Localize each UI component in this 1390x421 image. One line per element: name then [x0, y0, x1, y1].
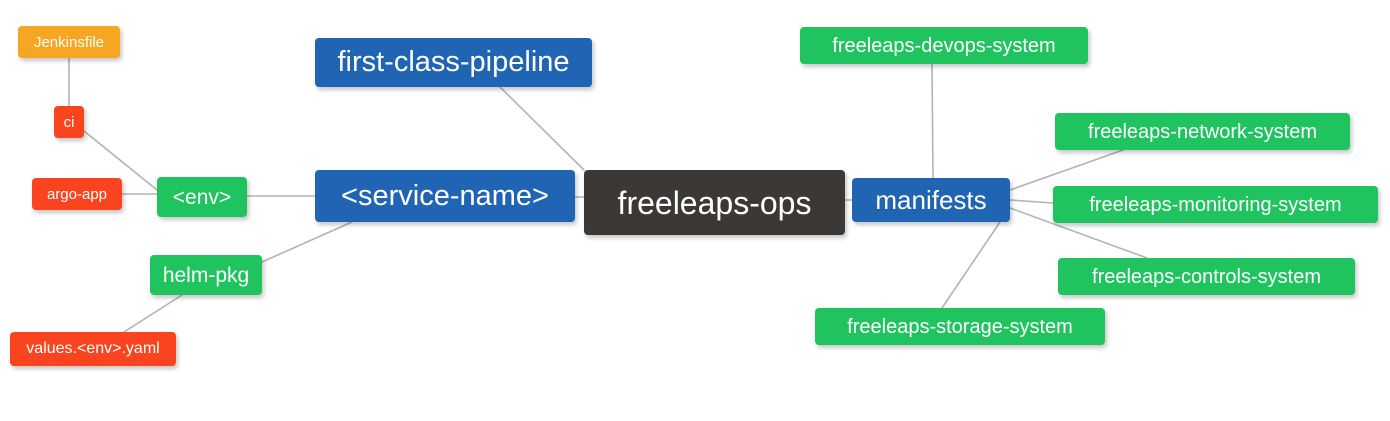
node-ci[interactable]: ci [54, 106, 84, 138]
node-storage-system[interactable]: freeleaps-storage-system [815, 308, 1105, 345]
node-label-network-system: freeleaps-network-system [1088, 120, 1317, 143]
node-label-storage-system: freeleaps-storage-system [847, 315, 1073, 338]
node-manifests[interactable]: manifests [852, 178, 1010, 222]
node-label-service-name: <service-name> [341, 179, 549, 212]
edge-manifests-to-storage-system [941, 221, 1001, 309]
node-label-env: <env> [172, 185, 232, 209]
node-label-argo-app: argo-app [46, 185, 108, 203]
node-controls-system[interactable]: freeleaps-controls-system [1058, 258, 1355, 295]
node-label-manifests: manifests [875, 185, 987, 215]
edge-manifests-to-network-system [1009, 149, 1124, 191]
node-monitoring-system[interactable]: freeleaps-monitoring-system [1053, 186, 1378, 223]
node-label-devops-system: freeleaps-devops-system [832, 34, 1056, 57]
node-jenkinsfile[interactable]: Jenkinsfile [18, 26, 120, 58]
node-service-name[interactable]: <service-name> [315, 170, 575, 222]
node-argo-app[interactable]: argo-app [32, 178, 122, 210]
node-label-controls-system: freeleaps-controls-system [1092, 265, 1321, 288]
node-freeleaps-ops[interactable]: freeleaps-ops [584, 170, 845, 235]
edge-manifests-to-monitoring-system [1009, 199, 1054, 204]
node-network-system[interactable]: freeleaps-network-system [1055, 113, 1350, 150]
edge-first-class-pipeline-to-freeleaps-ops [499, 86, 585, 171]
edge-values-yaml-to-helm-pkg [123, 294, 183, 333]
node-label-jenkinsfile: Jenkinsfile [33, 33, 105, 51]
node-label-freeleaps-ops: freeleaps-ops [617, 184, 812, 221]
node-helm-pkg[interactable]: helm-pkg [150, 255, 262, 295]
node-env[interactable]: <env> [157, 177, 247, 217]
node-label-helm-pkg: helm-pkg [162, 263, 250, 287]
node-label-ci: ci [63, 113, 75, 131]
node-label-first-class-pipeline: first-class-pipeline [337, 46, 570, 78]
node-first-class-pipeline[interactable]: first-class-pipeline [315, 38, 592, 87]
node-label-monitoring-system: freeleaps-monitoring-system [1089, 193, 1342, 216]
node-devops-system[interactable]: freeleaps-devops-system [800, 27, 1088, 64]
node-label-values-yaml: values.<env>.yaml [26, 340, 160, 357]
node-values-yaml[interactable]: values.<env>.yaml [10, 332, 176, 366]
edge-helm-pkg-to-service-name [261, 221, 353, 263]
edge-manifests-to-devops-system [931, 63, 934, 179]
